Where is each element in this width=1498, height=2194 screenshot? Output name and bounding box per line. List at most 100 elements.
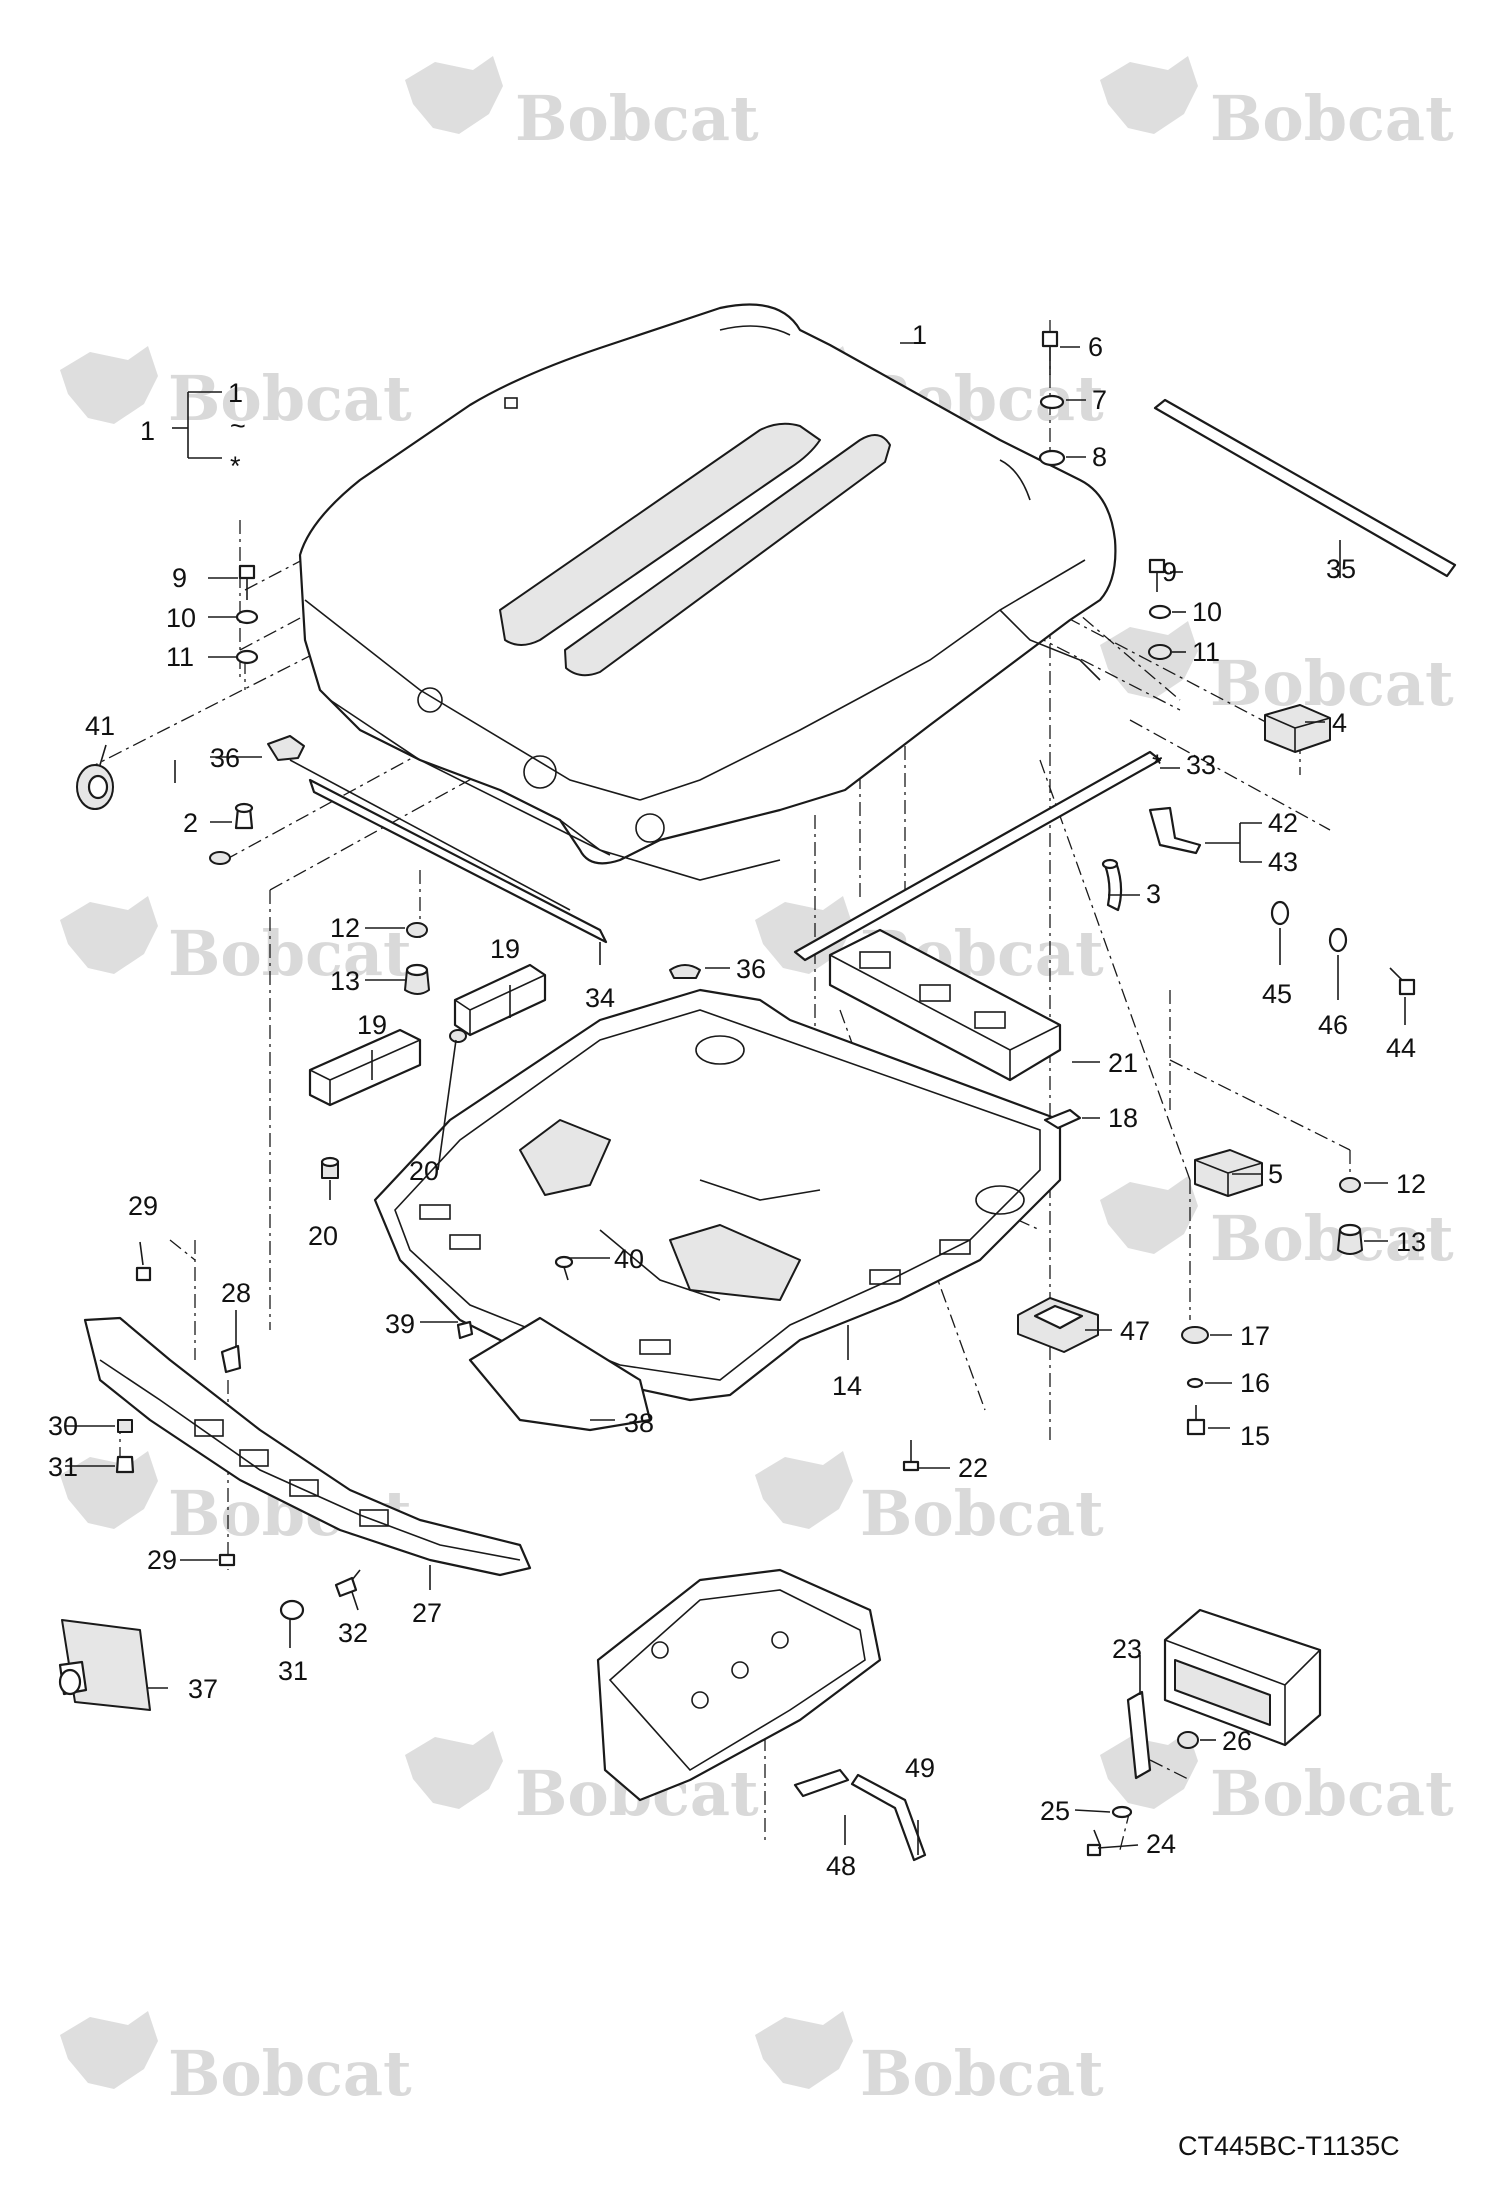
part-9-bolt-left [238,564,256,600]
part-9-bolt-right [1148,558,1166,592]
callout-label: 1 [912,320,927,350]
callout-label: 32 [338,1618,368,1648]
callout-label: 12 [1396,1169,1426,1199]
callout-label: 46 [1318,1010,1348,1040]
callout-label: 16 [1240,1368,1270,1398]
callout-label: 31 [278,1656,308,1686]
callout-label: 20 [409,1156,439,1186]
callout-label: 10 [1192,597,1222,627]
callout-label: 43 [1268,847,1298,877]
part-48-strip [793,1768,850,1798]
svg-text:Bobcat: Bobcat [1210,1202,1454,1275]
callout-label: 33 [1186,750,1216,780]
part-23-radio-bracket [1126,1690,1152,1780]
callout-label: 17 [1240,1321,1270,1351]
part-2-washer [209,851,231,865]
callout-label: 25 [1040,1796,1070,1826]
part-25-washer [1111,1805,1133,1819]
group-key-item: 1 [228,378,243,408]
part-11-washer-right [1148,644,1172,660]
svg-text:Bobcat: Bobcat [168,2037,412,2110]
callout-label: 40 [614,1244,644,1274]
part-6-bolt [1041,330,1059,375]
part-40-screw [554,1255,574,1281]
svg-text:Bobcat: Bobcat [860,1477,1104,1550]
part-31-cap-b [279,1599,305,1621]
part-49-strip [850,1773,927,1862]
callout-label: 24 [1146,1829,1176,1859]
part-39-clip [456,1320,474,1340]
watermark: Bobcat [1100,621,1454,720]
callout-label: 11 [1192,637,1220,667]
part-19-light-housing-b [308,1028,422,1107]
leader-lines [65,342,1406,1855]
part-19-light-housing-a [453,963,547,1037]
part-28-clip [220,1344,242,1374]
part-45-washer [1270,900,1290,926]
part-36-clip-lower [669,964,701,979]
callout-label: 35 [1326,554,1356,584]
part-2-bumper [234,802,254,830]
part-10-washer-left [235,609,259,625]
callout-label: 36 [210,743,240,773]
part-46-washer [1328,927,1348,953]
part-3-hose [1101,858,1123,912]
part-17-cap [1181,1326,1209,1344]
callout-label: 15 [1240,1421,1270,1451]
part-31-cap-a [115,1455,135,1474]
callout-label: 19 [357,1010,387,1040]
part-7-washer [1039,394,1065,410]
callout-label: 31 [48,1452,78,1482]
part-29-screw-top [135,1266,152,1282]
callout-label: 12 [330,913,360,943]
group-key-number: 1 [140,416,155,446]
watermark: Bobcat [1100,56,1454,155]
watermark: Bobcat [60,2011,412,2110]
callout-label: 38 [624,1408,654,1438]
callout-label: 29 [128,1191,158,1221]
part-16-clip [1186,1377,1204,1389]
callout-label: 20 [308,1221,338,1251]
callout-label: 48 [826,1851,856,1881]
part-11-washer-left [235,649,259,665]
watermark: Bobcat [405,56,759,155]
roof-assembly-view [596,1568,882,1802]
part-12-nut-left [406,922,428,938]
callout-label: 44 [1386,1033,1416,1063]
callout-label: 7 [1092,385,1107,415]
part-10-washer-right [1148,604,1172,620]
part-21-console-frame [828,928,1062,1082]
part-1-roof-housing [298,303,1117,881]
callout-label: 13 [330,966,360,996]
callout-label: 49 [905,1753,935,1783]
svg-text:Bobcat: Bobcat [860,2037,1104,2110]
callout-label: 3 [1146,879,1161,909]
callout-label: 9 [1162,557,1177,587]
callout-label: 19 [490,934,520,964]
callout-label: 2 [183,808,198,838]
watermark: Bobcat [1100,1731,1454,1830]
part-33-seal-strip [793,750,1162,962]
svg-text:Bobcat: Bobcat [1210,1757,1454,1830]
part-20-nut-b [320,1156,340,1179]
part-13-cap-left [404,963,430,995]
part-32-bolt [334,1569,361,1598]
callout-label: 42 [1268,808,1298,838]
svg-text:Bobcat: Bobcat [1210,82,1454,155]
part-27-front-trim [83,1316,532,1577]
callout-label: 23 [1112,1634,1142,1664]
group-key: 1 1 ~ * [140,378,246,481]
part-22-screw [902,1440,920,1472]
callout-label: 8 [1092,442,1107,472]
part-4-foam-block [1264,704,1331,753]
callout-label: 5 [1268,1159,1283,1189]
part-42-43-bracket [1148,806,1202,855]
part-35-seal-strip [1153,398,1457,578]
part-47-gasket [1017,1297,1099,1353]
part-34-seal-strip [289,759,608,944]
callout-label: 41 [85,711,115,741]
part-38-panel [468,1316,652,1432]
watermark: Bobcat [755,2011,1104,2110]
